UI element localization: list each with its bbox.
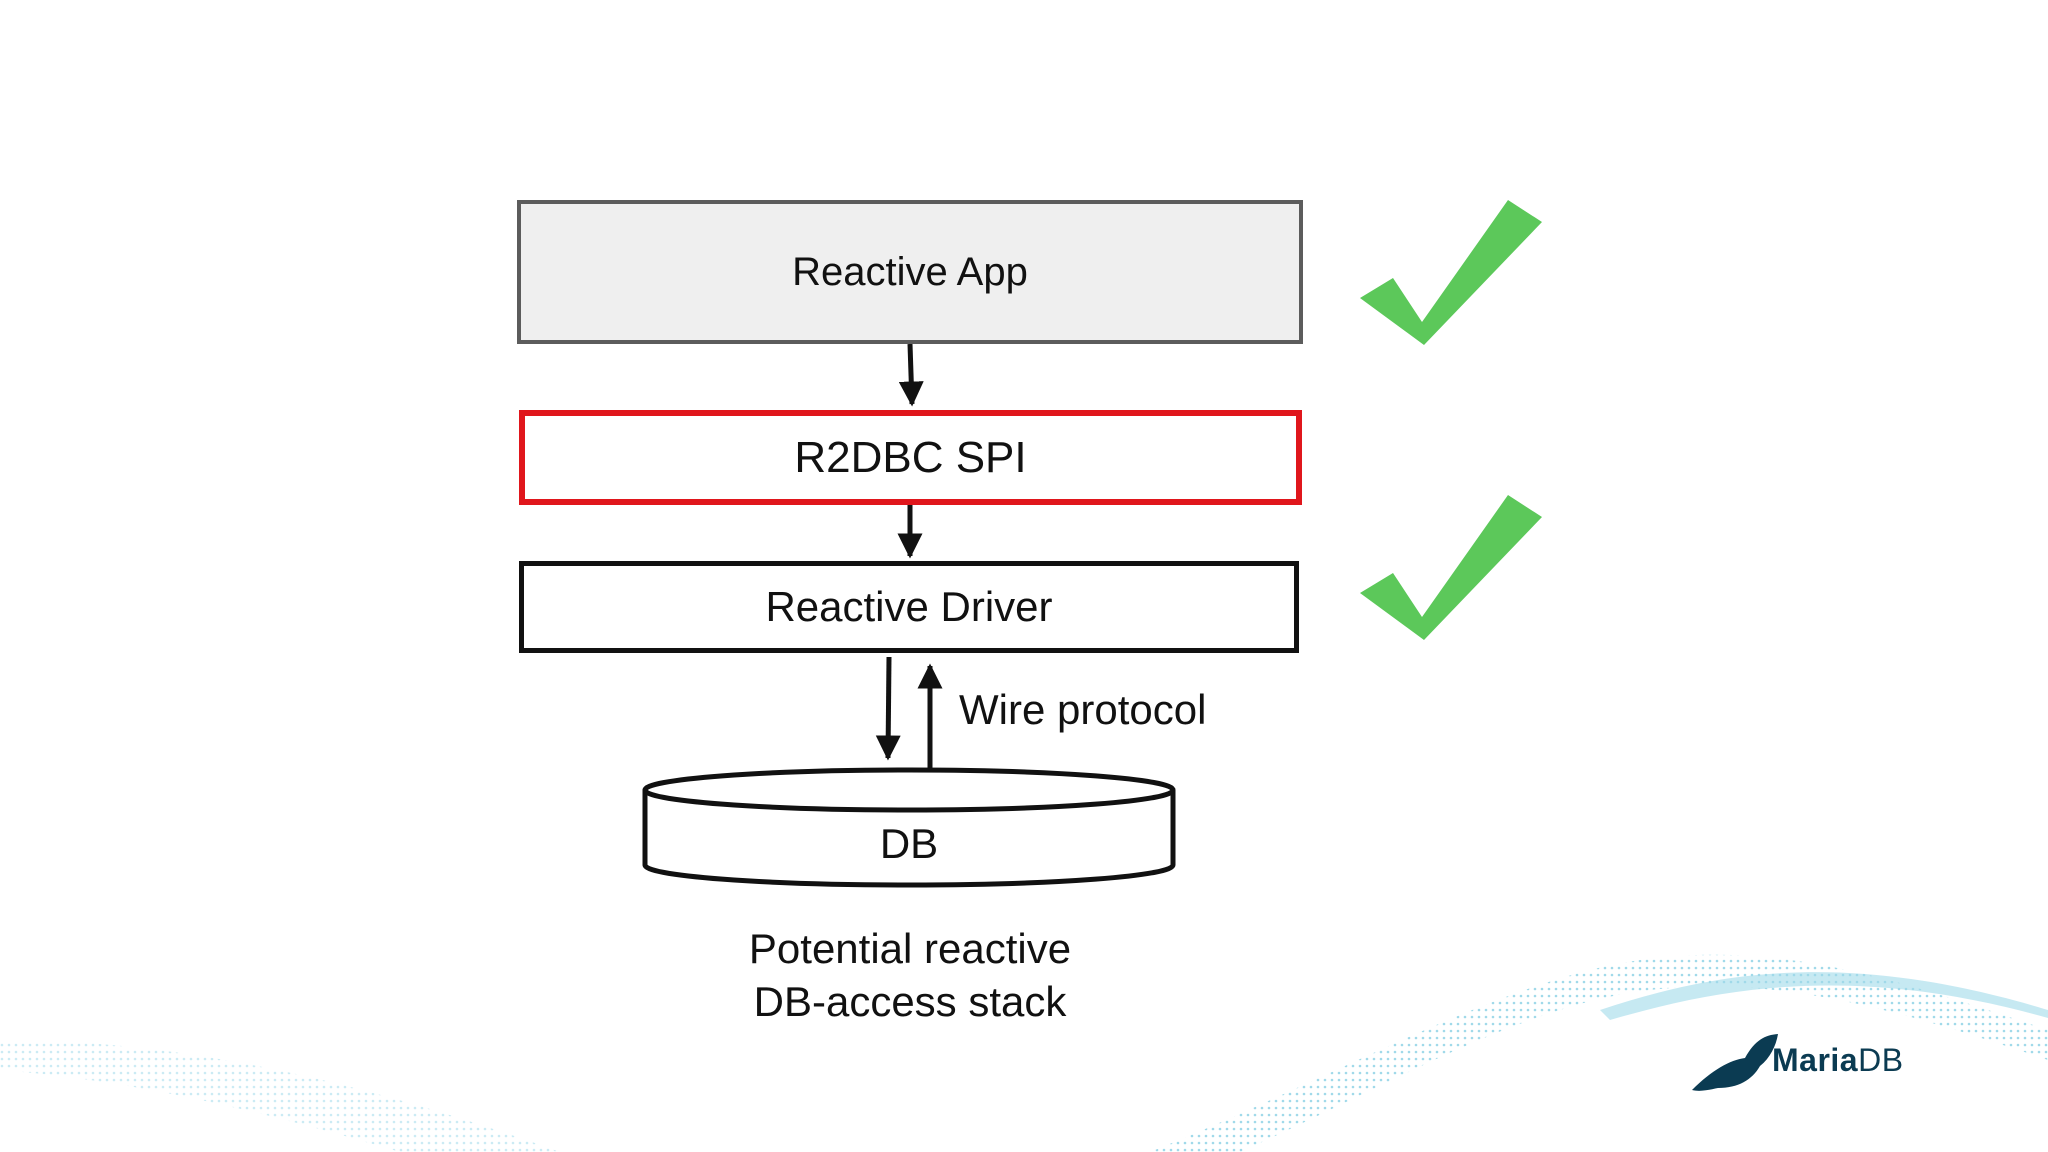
wire-protocol-label: Wire protocol <box>959 686 1207 733</box>
logo-text-db: DB <box>1858 1042 1904 1078</box>
checkmark-icon <box>1360 495 1542 640</box>
r2dbc-spi-box: R2DBC SPI <box>519 410 1302 505</box>
seal-icon <box>1692 1034 1778 1091</box>
arrow-driver-to-db <box>875 656 901 761</box>
reactive-app-label: Reactive App <box>792 249 1028 294</box>
db-cylinder <box>642 767 1176 888</box>
r2dbc-spi-label: R2DBC SPI <box>794 432 1027 482</box>
reactive-driver-label: Reactive Driver <box>765 583 1053 630</box>
wave-decoration <box>0 954 2048 1152</box>
checkmark-icon <box>1360 200 1542 345</box>
caption-line-2: DB-access stack <box>753 978 1067 1025</box>
db-label: DB <box>879 820 939 867</box>
caption-line-1: Potential reactive <box>748 925 1072 972</box>
reactive-app-box: Reactive App <box>517 200 1303 344</box>
reactive-driver-box: Reactive Driver <box>519 561 1299 653</box>
arrow-app-to-spi <box>898 343 924 407</box>
mariadb-logo: MariaDB <box>1772 1042 1904 1079</box>
diagram-caption: Potential reactive DB-access stack <box>710 922 1110 1028</box>
logo-text-maria: Maria <box>1772 1042 1859 1078</box>
